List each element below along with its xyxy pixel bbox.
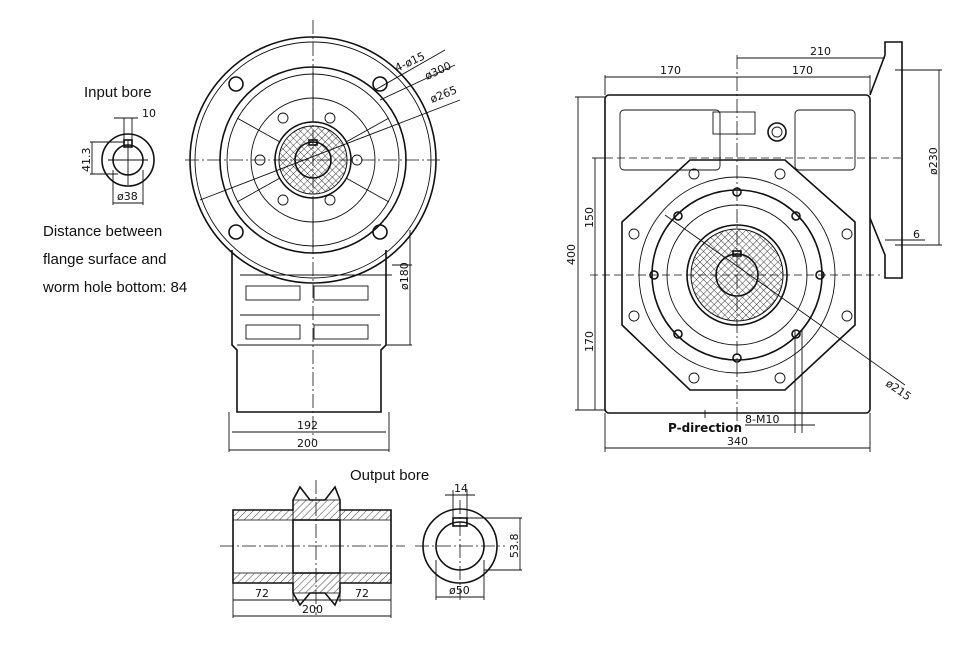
- front-view: 4-ø15 ø300 ø265 ø180 192 200: [185, 20, 461, 452]
- d180-dim: ø180: [398, 262, 411, 290]
- d230-dim: ø230: [927, 147, 940, 175]
- l72-right-dim: 72: [355, 587, 369, 600]
- output-bore-height: 53.8: [508, 534, 521, 559]
- d300-dim: ø300: [423, 59, 454, 83]
- svg-text:Distance between: Distance between: [43, 223, 162, 240]
- h400-dim: 400: [565, 244, 578, 265]
- output-bore-view: Output bore 72 72 200 14 53.8 ø50: [220, 467, 522, 618]
- output-bore-diameter: ø50: [449, 584, 470, 597]
- side-view: ø215 210 170 170 400 150 170 ø230 6 8-M1…: [565, 41, 942, 452]
- w170-right-dim: 170: [792, 64, 813, 77]
- w170-left-dim: 170: [660, 64, 681, 77]
- input-bore-view: Input bore 10 41.3 ø38: [80, 84, 156, 205]
- p-direction-label: P-direction: [668, 421, 742, 435]
- output-key-width: 14: [454, 482, 468, 495]
- output-bore-label: Output bore: [350, 467, 429, 484]
- l72-left-dim: 72: [255, 587, 269, 600]
- h170-dim: 170: [583, 331, 596, 352]
- input-bore-height: 41.3: [80, 148, 93, 173]
- distance-note: Distance between flange surface and worm…: [42, 223, 187, 296]
- input-bore-diameter: ø38: [117, 190, 138, 203]
- svg-text:worm hole bottom: 84: worm hole bottom: 84: [42, 279, 187, 296]
- w192-dim: 192: [297, 419, 318, 432]
- w340-dim: 340: [727, 435, 748, 448]
- t6-dim: 6: [913, 228, 920, 241]
- input-bore-label: Input bore: [84, 84, 152, 101]
- h150-dim: 150: [583, 207, 596, 228]
- input-key-width: 10: [142, 107, 156, 120]
- svg-text:flange surface and: flange surface and: [43, 251, 166, 268]
- w210-dim: 210: [810, 45, 831, 58]
- l200-dim: 200: [302, 603, 323, 616]
- w200-dim: 200: [297, 437, 318, 450]
- threads-dim: 8-M10: [745, 413, 779, 426]
